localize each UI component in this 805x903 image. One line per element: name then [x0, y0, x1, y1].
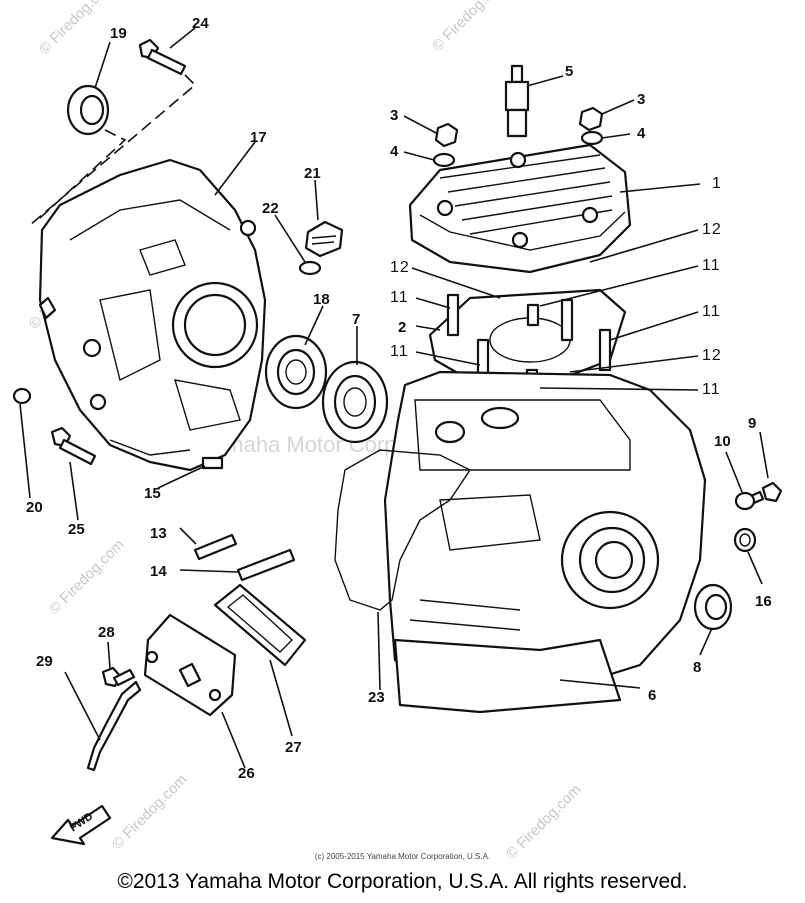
- small-copyright: (c) 2005-2015 Yamaha Motor Corporation, …: [314, 852, 491, 861]
- callout-27: 27: [285, 739, 302, 756]
- breather-gasket-27-drawing: [213, 583, 307, 667]
- washer-10-drawing: [734, 491, 756, 511]
- bolt-28-drawing: [101, 666, 136, 688]
- callout-11-left-lower: 11: [390, 343, 409, 360]
- watermark-left-low: © Firedog.com: [46, 536, 128, 618]
- watermark-top-mid: © Firedog.com: [429, 0, 511, 55]
- watermark-bottom-left: © Firedog.com: [109, 771, 191, 853]
- callout-2: 2: [398, 319, 406, 336]
- nut-3-left-drawing: [434, 122, 459, 148]
- drain-plug-21-drawing: [304, 220, 344, 258]
- callout-29: 29: [36, 653, 53, 670]
- callout-9: 9: [748, 415, 756, 432]
- callout-3-right: 3: [637, 91, 645, 108]
- callout-17: 17: [250, 129, 267, 146]
- breather-cover-26-drawing: [143, 613, 237, 717]
- callout-18: 18: [313, 291, 330, 308]
- callout-12-right: 12: [702, 347, 722, 364]
- callout-11-top-right: 11: [702, 257, 721, 274]
- o-ring-22-drawing: [298, 260, 322, 276]
- callout-25: 25: [68, 521, 85, 538]
- callout-11-left-upper: 11: [390, 289, 409, 306]
- callout-15: 15: [144, 485, 161, 502]
- bearing-18-drawing: [264, 334, 328, 410]
- callout-6: 6: [648, 687, 656, 704]
- nut-3-right-drawing: [578, 106, 604, 132]
- callout-22: 22: [262, 200, 279, 217]
- bearing-7-drawing: [321, 360, 389, 444]
- callout-28: 28: [98, 624, 115, 641]
- callout-1: 1: [712, 175, 722, 192]
- callout-5: 5: [565, 63, 573, 80]
- bolt-25-drawing: [50, 426, 97, 466]
- callout-14: 14: [150, 563, 167, 580]
- stud-13-drawing: [193, 533, 238, 561]
- callout-12-left: 12: [390, 259, 410, 276]
- washer-4-left-drawing: [432, 152, 456, 168]
- plug-16-drawing: [733, 527, 757, 553]
- callout-4-left: 4: [390, 143, 399, 160]
- bolt-24-drawing: [138, 38, 187, 76]
- crankcase-6-drawing: [383, 370, 707, 714]
- callout-4-right: 4: [637, 125, 646, 142]
- callout-12-top: 12: [702, 221, 722, 238]
- leader-lines: [19, 27, 769, 769]
- callout-23: 23: [368, 689, 385, 706]
- watermark-bottom-mid: © Firedog.com: [503, 781, 585, 863]
- washer-4-right-drawing: [580, 130, 604, 146]
- stud-14-drawing: [236, 548, 296, 582]
- washer-20-drawing: [12, 387, 32, 405]
- callout-16: 16: [755, 593, 772, 610]
- callout-11-right-mid: 11: [702, 303, 721, 320]
- callout-labels: 19 24 17 21 22 18 7 5 3 4 3 4 1 12 12 11…: [26, 15, 772, 782]
- callout-7: 7: [352, 311, 360, 328]
- callout-8: 8: [693, 659, 701, 676]
- callout-13: 13: [150, 525, 167, 542]
- callout-10: 10: [714, 433, 731, 450]
- main-copyright: ©2013 Yamaha Motor Corporation, U.S.A. A…: [117, 870, 688, 893]
- crankcase-cover-drawing: [38, 158, 267, 472]
- spark-plug-5-drawing: [504, 64, 530, 138]
- bolt-24-alignment-line: [29, 74, 197, 226]
- forward-arrow-icon: FWD: [50, 804, 112, 846]
- callout-11-right-low: 11: [702, 381, 721, 398]
- watermark-top-left: © Firedog.com: [36, 0, 118, 58]
- callout-20: 20: [26, 499, 43, 516]
- callout-26: 26: [238, 765, 255, 782]
- oil-seal-19-drawing: [66, 84, 110, 136]
- seal-19-alignment-line: [39, 129, 127, 219]
- breather-hose-29-drawing: [86, 680, 142, 772]
- oil-seal-8-drawing: [693, 583, 733, 631]
- cylinder-head-1-drawing: [408, 143, 632, 274]
- callout-3-left: 3: [390, 107, 398, 124]
- crankcase-gasket-23-drawing: [334, 449, 472, 611]
- callout-19: 19: [110, 25, 127, 42]
- callout-21: 21: [304, 165, 321, 182]
- callout-24: 24: [192, 15, 209, 32]
- dowel-pin-15-drawing: [201, 456, 224, 470]
